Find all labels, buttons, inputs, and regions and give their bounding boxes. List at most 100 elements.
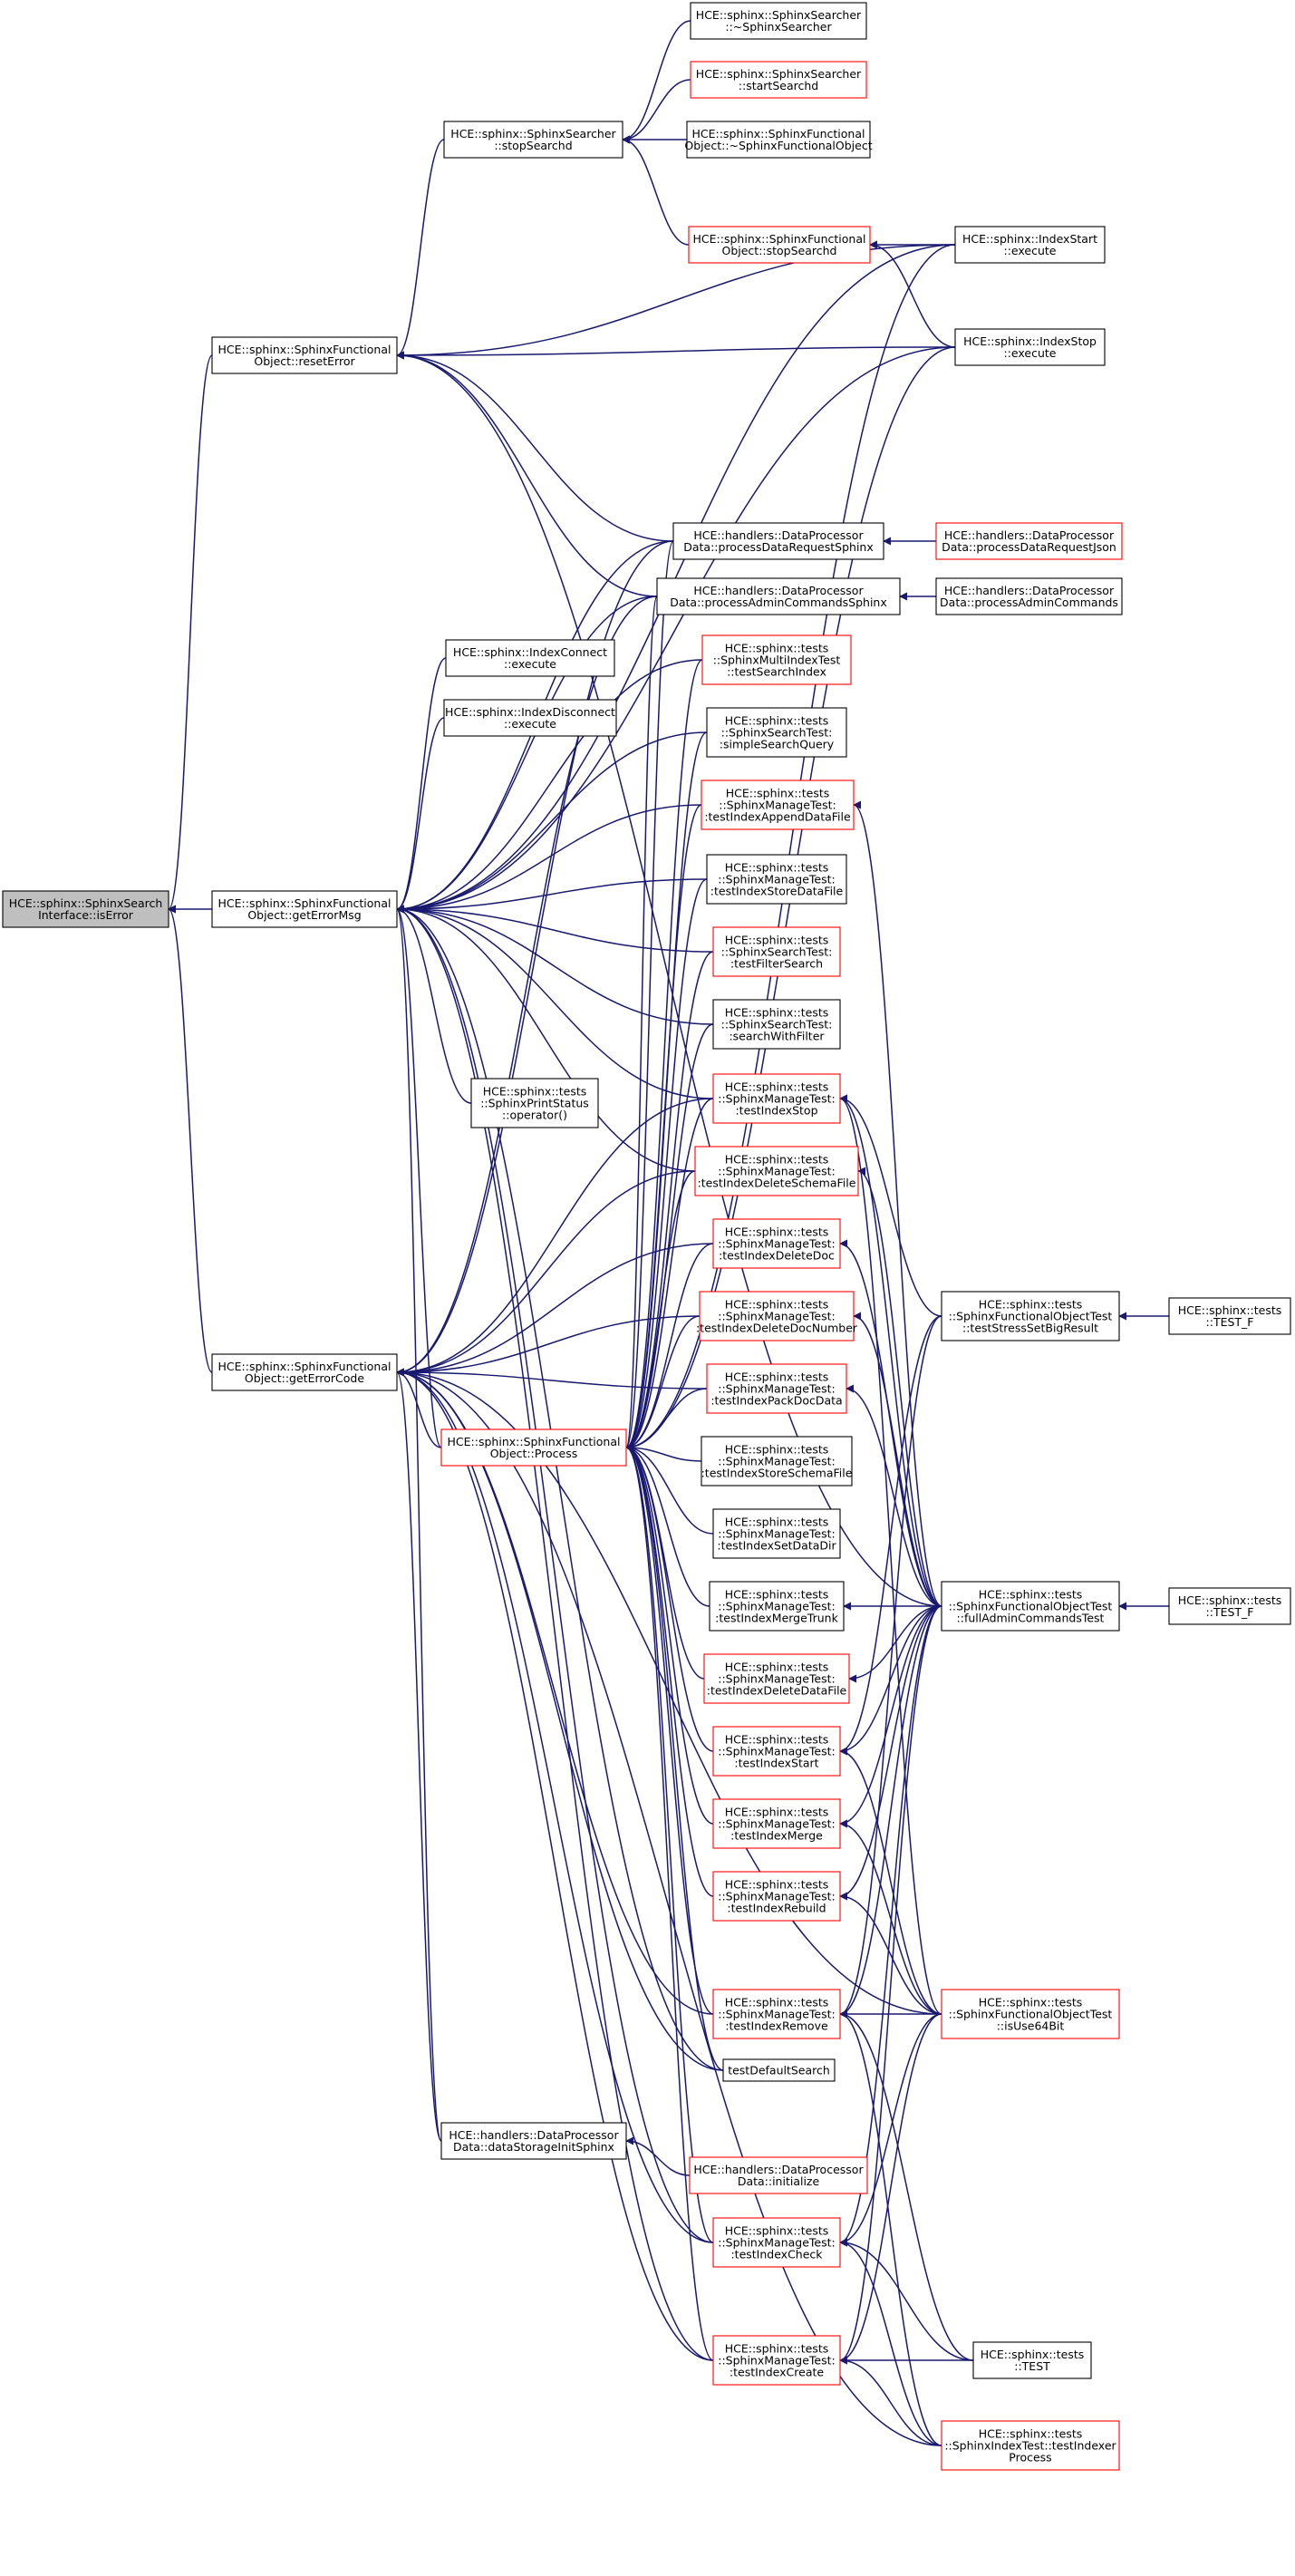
node-box[interactable] (941, 2420, 1120, 2471)
node-process[interactable]: HCE::sphinx::SphinxFunctionalObject::Pro… (440, 1428, 627, 1467)
node-box[interactable] (443, 121, 623, 159)
node-box[interactable] (972, 2341, 1092, 2379)
node-isUse64Bit[interactable]: HCE::sphinx::tests::SphinxFunctionalObje… (941, 1989, 1120, 2039)
node-box[interactable] (211, 336, 398, 374)
node-box[interactable] (712, 926, 841, 977)
node-stopSearchdSearcher[interactable]: HCE::sphinx::SphinxSearcher::stopSearchd (443, 121, 623, 159)
node-box[interactable] (440, 1428, 627, 1467)
node-dtorFunctional[interactable]: HCE::sphinx::SphinxFunctionalObject::~Sp… (684, 121, 873, 159)
node-box[interactable] (954, 226, 1106, 264)
node-box[interactable] (712, 1798, 841, 1849)
node-box[interactable] (712, 2335, 841, 2386)
node-box[interactable] (701, 780, 855, 830)
node-testIndexDeleteDocNumber[interactable]: HCE::sphinx::tests::SphinxManageTest::te… (696, 1291, 858, 1341)
node-box[interactable] (699, 1291, 855, 1341)
node-box[interactable] (2, 890, 169, 928)
node-processDataRequestSphinx[interactable]: HCE::handlers::DataProcessorData::proces… (672, 522, 884, 560)
node-box[interactable] (470, 1078, 599, 1128)
node-box[interactable] (712, 1218, 841, 1269)
node-dataStorageInitSphinx[interactable]: HCE::handlers::DataProcessorData::dataSt… (440, 2122, 627, 2160)
node-testIndexSetDataDir[interactable]: HCE::sphinx::tests::SphinxManageTest::te… (712, 1508, 841, 1559)
node-box[interactable] (712, 1508, 841, 1559)
node-box[interactable] (712, 1726, 841, 1777)
node-box[interactable] (690, 2, 867, 40)
node-box[interactable] (709, 1581, 845, 1632)
node-box[interactable] (211, 890, 398, 928)
node-box[interactable] (686, 121, 871, 159)
node-testIndexMerge[interactable]: HCE::sphinx::tests::SphinxManageTest::te… (712, 1798, 841, 1849)
node-indexStopExecute[interactable]: HCE::sphinx::IndexStop::execute (954, 328, 1106, 366)
node-getErrorCode[interactable]: HCE::sphinx::SphinxFunctionalObject::get… (211, 1353, 398, 1391)
node-testIndexPackDocData[interactable]: HCE::sphinx::tests::SphinxManageTest::te… (706, 1363, 847, 1414)
node-testIndexRemove[interactable]: HCE::sphinx::tests::SphinxManageTest::te… (712, 1989, 841, 2039)
node-box[interactable] (689, 2156, 868, 2194)
node-processDataRequestJson[interactable]: HCE::handlers::DataProcessorData::proces… (935, 522, 1123, 560)
node-box[interactable] (712, 1871, 841, 1922)
node-box[interactable] (712, 1989, 841, 2039)
node-box[interactable] (712, 1073, 841, 1124)
node-box[interactable] (706, 854, 847, 905)
node-testFilterSearch[interactable]: HCE::sphinx::tests::SphinxSearchTest::te… (712, 926, 841, 977)
node-testIndexStart[interactable]: HCE::sphinx::tests::SphinxManageTest::te… (712, 1726, 841, 1777)
node-searchWithFilter[interactable]: HCE::sphinx::tests::SphinxSearchTest::se… (712, 999, 841, 1050)
node-dtorSearcher[interactable]: HCE::sphinx::SphinxSearcher::~SphinxSear… (690, 2, 867, 40)
node-box[interactable] (694, 1146, 859, 1196)
node-box[interactable] (941, 1989, 1120, 2039)
node-testIndexAppendDataFile[interactable]: HCE::sphinx::tests::SphinxManageTest::te… (701, 780, 855, 830)
node-startSearchd[interactable]: HCE::sphinx::SphinxSearcher::startSearch… (690, 61, 867, 99)
node-box[interactable] (935, 577, 1123, 615)
node-box[interactable] (954, 328, 1106, 366)
node-testF2[interactable]: HCE::sphinx::tests::TEST_F (1168, 1587, 1291, 1625)
node-box[interactable] (712, 2217, 841, 2268)
node-stopSearchdFunctional[interactable]: HCE::sphinx::SphinxFunctionalObject::sto… (688, 226, 871, 264)
node-testMain[interactable]: HCE::sphinx::tests::TEST (972, 2341, 1092, 2379)
node-resetError[interactable]: HCE::sphinx::SphinxFunctionalObject::res… (211, 336, 398, 374)
node-box[interactable] (672, 522, 884, 560)
node-box[interactable] (941, 1291, 1120, 1341)
node-testIndexStoreSchemaFile[interactable]: HCE::sphinx::tests::SphinxManageTest::te… (701, 1436, 853, 1487)
node-simpleSearchQuery[interactable]: HCE::sphinx::tests::SphinxSearchTest::si… (706, 707, 847, 758)
node-indexConnectExecute[interactable]: HCE::sphinx::IndexConnect::execute (445, 639, 615, 677)
node-box[interactable] (211, 1353, 398, 1391)
node-testIndexCreate[interactable]: HCE::sphinx::tests::SphinxManageTest::te… (712, 2335, 841, 2386)
node-testIndexerProcess[interactable]: HCE::sphinx::tests::SphinxIndexTest::tes… (941, 2420, 1120, 2471)
node-getErrorMsg[interactable]: HCE::sphinx::SphinxFunctionalObject::get… (211, 890, 398, 928)
node-box[interactable] (1168, 1587, 1291, 1625)
node-box[interactable] (1168, 1297, 1291, 1335)
node-box[interactable] (722, 2058, 836, 2082)
node-box[interactable] (712, 999, 841, 1050)
node-processAdminCommandsSphinx[interactable]: HCE::handlers::DataProcessorData::proces… (656, 577, 901, 615)
node-indexStartExecute[interactable]: HCE::sphinx::IndexStart::execute (954, 226, 1106, 264)
node-testIndexRebuild[interactable]: HCE::sphinx::tests::SphinxManageTest::te… (712, 1871, 841, 1922)
node-box[interactable] (701, 634, 852, 685)
node-box[interactable] (656, 577, 901, 615)
node-box[interactable] (706, 707, 847, 758)
node-testDefaultSearch[interactable]: testDefaultSearch (722, 2058, 836, 2082)
node-processAdminCommands[interactable]: HCE::handlers::DataProcessorData::proces… (935, 577, 1123, 615)
node-isError[interactable]: HCE::sphinx::SphinxSearchInterface::isEr… (2, 890, 169, 928)
node-box[interactable] (443, 699, 617, 737)
node-initialize[interactable]: HCE::handlers::DataProcessorData::initia… (689, 2156, 868, 2194)
node-fullAdminCommandsTest[interactable]: HCE::sphinx::tests::SphinxFunctionalObje… (941, 1581, 1120, 1632)
node-box[interactable] (688, 226, 871, 264)
node-box[interactable] (440, 2122, 627, 2160)
node-testIndexStoreDataFile[interactable]: HCE::sphinx::tests::SphinxManageTest::te… (706, 854, 847, 905)
node-testIndexDeleteDoc[interactable]: HCE::sphinx::tests::SphinxManageTest::te… (712, 1218, 841, 1269)
node-testSearchIndex[interactable]: HCE::sphinx::tests::SphinxMultiIndexTest… (701, 634, 852, 685)
node-indexDisconnectExecute[interactable]: HCE::sphinx::IndexDisconnect::execute (443, 699, 617, 737)
node-box[interactable] (445, 639, 615, 677)
node-testIndexMergeTrunk[interactable]: HCE::sphinx::tests::SphinxManageTest::te… (709, 1581, 845, 1632)
node-box[interactable] (706, 1363, 847, 1414)
node-printStatusOperator[interactable]: HCE::sphinx::tests::SphinxPrintStatus::o… (470, 1078, 599, 1128)
node-testIndexDeleteSchemaFile[interactable]: HCE::sphinx::tests::SphinxManageTest::te… (694, 1146, 859, 1196)
node-box[interactable] (703, 1653, 850, 1704)
node-box[interactable] (690, 61, 867, 99)
node-testIndexStop[interactable]: HCE::sphinx::tests::SphinxManageTest::te… (712, 1073, 841, 1124)
node-box[interactable] (701, 1436, 853, 1487)
node-testF1[interactable]: HCE::sphinx::tests::TEST_F (1168, 1297, 1291, 1335)
node-testStressSetBigResult[interactable]: HCE::sphinx::tests::SphinxFunctionalObje… (941, 1291, 1120, 1341)
node-testIndexDeleteDataFile[interactable]: HCE::sphinx::tests::SphinxManageTest::te… (703, 1653, 850, 1704)
node-box[interactable] (941, 1581, 1120, 1632)
node-testIndexCheck[interactable]: HCE::sphinx::tests::SphinxManageTest::te… (712, 2217, 841, 2268)
node-box[interactable] (935, 522, 1123, 560)
